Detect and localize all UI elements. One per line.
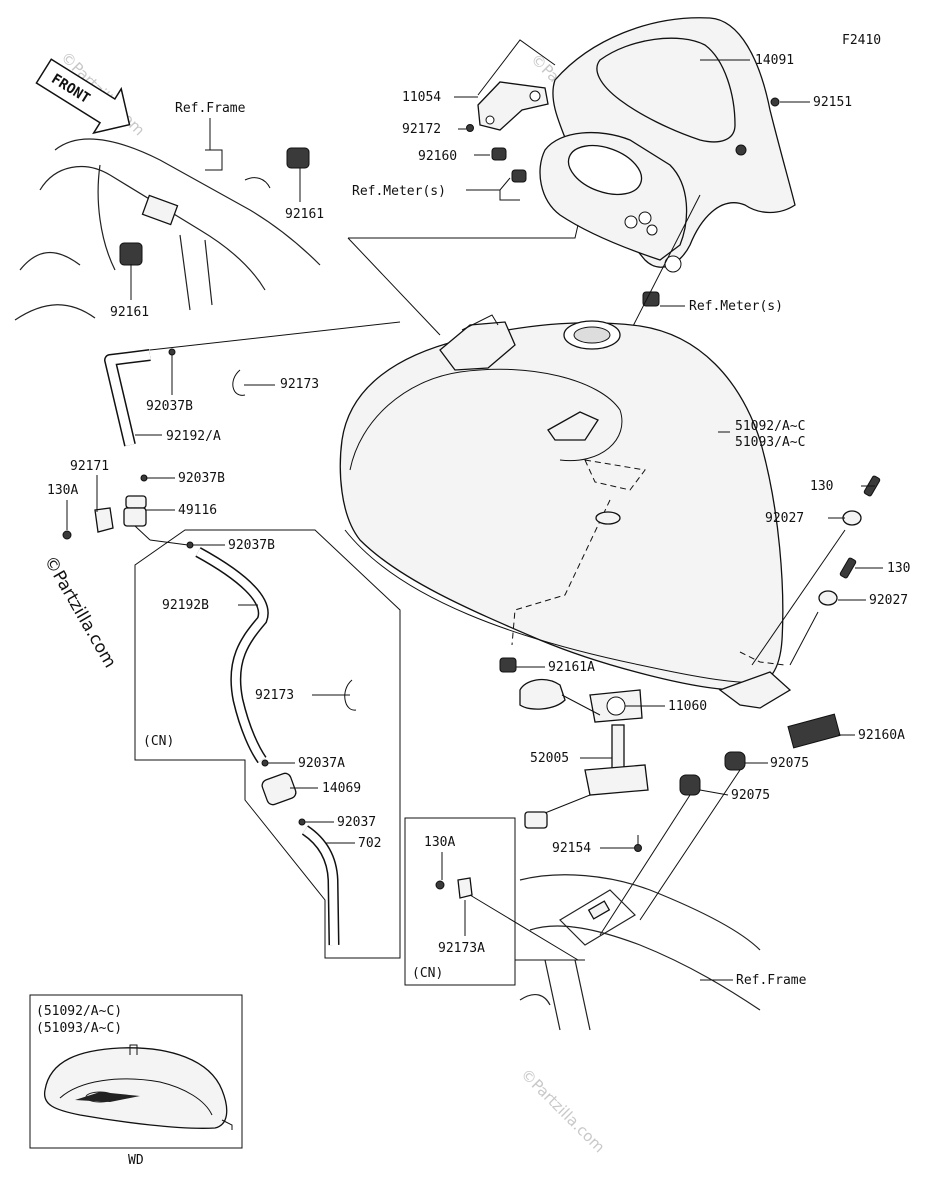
damper-92075-lower [679, 774, 701, 796]
label-inset-line2: (51093/A~C) [36, 1021, 122, 1036]
variant-inset [29, 994, 243, 1149]
label-52005: 52005 [530, 751, 569, 766]
label-130-2: 130 [887, 561, 910, 576]
label-92027-2: 92027 [869, 593, 908, 608]
label-130A-2: 130A [424, 835, 455, 850]
label-92161-b: 92161 [110, 305, 149, 320]
hose-702 [301, 825, 340, 946]
leader-lines [66, 59, 883, 981]
washer-92027-upper [842, 510, 862, 526]
clamp-92037 [298, 818, 306, 826]
damper-92160 [491, 147, 527, 183]
label-92037A: 92037A [298, 756, 345, 771]
label-92160: 92160 [418, 149, 457, 164]
label-92075-1: 92075 [770, 756, 809, 771]
label-92037B-1: 92037B [146, 399, 193, 414]
label-92173-2: 92173 [255, 688, 294, 703]
label-11060: 11060 [668, 699, 707, 714]
label-14069: 14069 [322, 781, 361, 796]
bolt-130-lower [839, 557, 857, 579]
fuel-pump-52005 [519, 678, 649, 829]
label-14091: 14091 [755, 53, 794, 68]
label-ref-frame-top: Ref.Frame [175, 101, 246, 116]
bolt-130A-1 [62, 530, 72, 540]
label-92173-1: 92173 [280, 377, 319, 392]
washer-92027-lower [818, 590, 838, 606]
label-92171: 92171 [70, 459, 109, 474]
label-92161-a: 92161 [285, 207, 324, 222]
label-51093: 51093/A~C [735, 435, 805, 450]
label-cn-2: (CN) [412, 966, 443, 981]
cn-detail-box [404, 817, 516, 986]
part-labels: Ref.Frame 92161 92161 11054 92172 92160 … [36, 53, 910, 1168]
label-130A-1: 130A [47, 483, 78, 498]
cn-region-outline [134, 529, 401, 959]
label-92154: 92154 [552, 841, 591, 856]
clip-92173-2 [344, 679, 357, 711]
clamp-92037B-1 [168, 348, 176, 356]
frame-detail-top-left [14, 138, 321, 321]
front-arrow: FRONT [35, 58, 131, 135]
label-51092: 51092/A~C [735, 419, 805, 434]
bracket-92171 [94, 507, 114, 533]
label-92027-1: 92027 [765, 511, 804, 526]
bolt-92154 [634, 844, 642, 852]
label-130-1: 130 [810, 479, 833, 494]
label-92037B-2: 92037B [178, 471, 225, 486]
fitting-49116 [123, 495, 151, 541]
gasket-ring [595, 511, 621, 525]
diagram-code: F2410 [842, 33, 881, 48]
label-702: 702 [358, 836, 381, 851]
label-ref-meters-2: Ref.Meter(s) [689, 299, 783, 314]
label-92037: 92037 [337, 815, 376, 830]
rubber-cap-92161-lower [119, 242, 143, 266]
label-92160A: 92160A [858, 728, 905, 743]
bracket-11054 [477, 81, 549, 131]
label-92075-2: 92075 [731, 788, 770, 803]
label-cn-1: (CN) [143, 734, 174, 749]
screw-92151 [770, 97, 780, 107]
clip-92173A [457, 877, 473, 899]
label-ref-frame-bottom: Ref.Frame [736, 973, 807, 988]
watermark-4: ©Partzilla.com [517, 1065, 608, 1156]
damper-92075-upper [724, 751, 746, 771]
label-92151: 92151 [813, 95, 852, 110]
label-92037B-3: 92037B [228, 538, 275, 553]
bolt-130A-2 [435, 880, 445, 890]
label-92173A: 92173A [438, 941, 485, 956]
hose-92192A [104, 349, 151, 447]
fuel-tank-51092 [339, 314, 784, 691]
label-11054: 11054 [402, 90, 441, 105]
label-92192B: 92192B [162, 598, 209, 613]
filter-14069 [261, 772, 297, 806]
screw-92172 [466, 124, 474, 132]
label-ref-meters-1: Ref.Meter(s) [352, 184, 446, 199]
label-92172: 92172 [402, 122, 441, 137]
clamp-92037A [261, 759, 269, 767]
label-92161A: 92161A [548, 660, 595, 675]
watermark-5: ©Partzilla.com [40, 553, 120, 672]
label-inset-line1: (51092/A~C) [36, 1004, 122, 1019]
meter-assembly [539, 131, 688, 273]
grommet-92161A [499, 657, 517, 673]
label-49116: 49116 [178, 503, 217, 518]
rubber-cap-92161-upper [286, 147, 310, 169]
label-92192A: 92192/A [166, 429, 221, 444]
hose-92192B [195, 547, 269, 764]
grommet-meter [642, 291, 660, 307]
clip-92173-1 [232, 369, 246, 396]
pad-92160A [787, 713, 841, 749]
label-inset-wd: WD [128, 1153, 144, 1168]
frame-bracket [141, 194, 179, 226]
frame-detail-bottom [515, 874, 761, 1031]
